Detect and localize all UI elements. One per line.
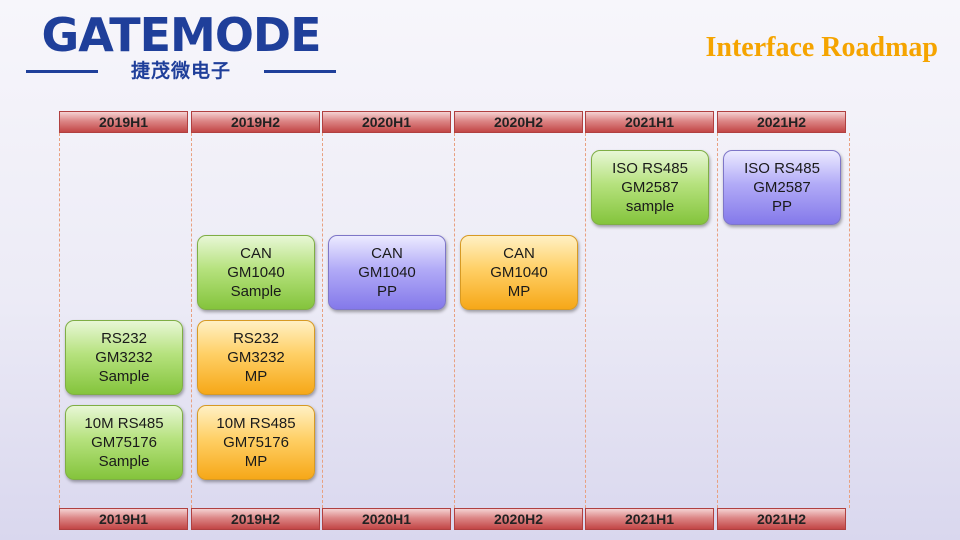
column-divider xyxy=(454,133,455,508)
roadmap-box-line: GM1040 xyxy=(490,264,548,281)
period-label-2021h2-top: 2021H2 xyxy=(717,111,846,133)
period-label-2020h2-bottom: 2020H2 xyxy=(454,508,583,530)
roadmap-box-line: PP xyxy=(376,283,397,300)
roadmap-box-line: ISO RS485 xyxy=(744,160,820,177)
roadmap-box-line: MP xyxy=(507,283,531,300)
period-label-2019h2-bottom: 2019H2 xyxy=(191,508,320,530)
roadmap-box-line: Sample xyxy=(230,283,282,300)
period-label-2020h2-top: 2020H2 xyxy=(454,111,583,133)
column-divider xyxy=(322,133,323,508)
roadmap-box-line: GM1040 xyxy=(358,264,416,281)
roadmap-box-line: CAN xyxy=(371,245,403,262)
roadmap-box-line: ISO RS485 xyxy=(612,160,688,177)
roadmap-box-line: GM2587 xyxy=(621,179,679,196)
roadmap-box-line: sample xyxy=(625,198,675,215)
period-label-2020h1-top: 2020H1 xyxy=(322,111,451,133)
logo-chinese-name: 捷茂微电子 xyxy=(130,60,231,82)
period-label-2020h1-bottom: 2020H1 xyxy=(322,508,451,530)
period-label-2019h1-top: 2019H1 xyxy=(59,111,188,133)
roadmap-box-line: GM75176 xyxy=(223,434,289,451)
column-divider xyxy=(191,133,192,508)
page-title: Interface Roadmap xyxy=(705,32,938,63)
roadmap-box-line: 10M RS485 xyxy=(84,415,164,432)
roadmap-box-line: GM75176 xyxy=(91,434,157,451)
column-divider xyxy=(849,133,850,508)
roadmap-box-line: CAN xyxy=(503,245,535,262)
roadmap-box-line: GM1040 xyxy=(227,264,285,281)
logo-rule-left xyxy=(26,70,98,73)
period-label-2021h1-top: 2021H1 xyxy=(585,111,714,133)
roadmap-box-line: CAN xyxy=(240,245,272,262)
roadmap-box-line: MP xyxy=(244,453,268,470)
column-divider xyxy=(585,133,586,508)
roadmap-box-line: RS232 xyxy=(233,330,279,347)
roadmap-box-line: GM2587 xyxy=(753,179,811,196)
period-label-2021h1-bottom: 2021H1 xyxy=(585,508,714,530)
roadmap-box-line: MP xyxy=(244,368,268,385)
roadmap-box-line: Sample xyxy=(98,368,150,385)
logo-rule-right xyxy=(264,70,336,73)
roadmap-box-line: 10M RS485 xyxy=(216,415,296,432)
logo-subline: 捷茂微电子 xyxy=(26,60,336,82)
roadmap-box-line: RS232 xyxy=(101,330,147,347)
roadmap-box-line: GM3232 xyxy=(95,349,153,366)
roadmap-box-line: PP xyxy=(771,198,792,215)
logo-wordmark: GATEMODE xyxy=(41,8,321,62)
period-label-2019h1-bottom: 2019H1 xyxy=(59,508,188,530)
column-divider xyxy=(717,133,718,508)
company-logo: GATEMODE 捷茂微电子 xyxy=(26,10,336,82)
period-label-2019h2-top: 2019H2 xyxy=(191,111,320,133)
roadmap-box-line: Sample xyxy=(98,453,150,470)
column-divider xyxy=(59,133,60,508)
period-label-2021h2-bottom: 2021H2 xyxy=(717,508,846,530)
roadmap-box-line: GM3232 xyxy=(227,349,285,366)
